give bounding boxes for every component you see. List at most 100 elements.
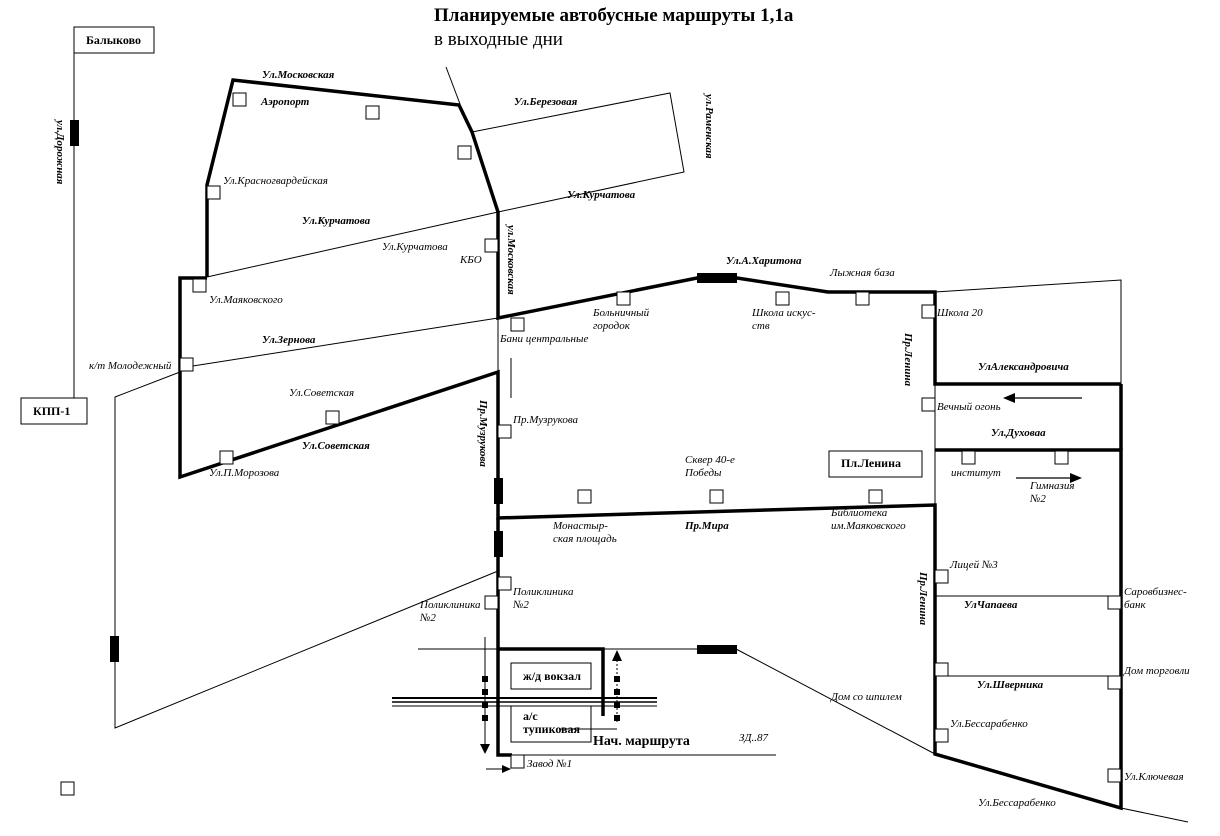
bus-stop-icon[interactable] [1107, 595, 1122, 610]
street-end-line [1120, 807, 1189, 823]
bus-stop-icon[interactable] [775, 291, 790, 306]
stop-lyzhnaya: Лыжная база [829, 267, 895, 279]
stop-bani: Бани центральные [499, 333, 588, 345]
balykovo-label: Балыково [86, 33, 141, 47]
marker-block [494, 531, 503, 557]
stop-monastyr-1: Монастыр- [552, 520, 608, 532]
direction-arrows [480, 393, 1082, 773]
arrowhead-up-icon [612, 650, 622, 661]
stop-poliklinika-right-2: №2 [512, 599, 529, 611]
street-kharitona: Ул.А.Харитона [726, 255, 802, 267]
bus-stop-icon[interactable] [484, 238, 499, 253]
route-south-loop [178, 276, 1123, 811]
street-kurchatova-east: Ул.Курчатова [567, 189, 636, 201]
bus-stop-icon[interactable] [1107, 768, 1122, 783]
stop-mayakovskogo: Ул.Маяковского [209, 294, 283, 306]
route-station-loop [498, 647, 605, 716]
pl-lenina-label: Пл.Ленина [841, 456, 901, 470]
bus-stop-icon[interactable] [934, 569, 949, 584]
stop-dom-shpil: Дом со шпилем [830, 691, 902, 703]
stop-litsey: Лицей №3 [949, 559, 998, 571]
bus-stop-icon[interactable] [484, 595, 499, 610]
place-boxes: Балыково КПП-1 Пл.Ленина ж/д вокзал а/с … [20, 26, 923, 743]
street-chapaeva: УлЧапаева [964, 599, 1018, 611]
stop-kbo: КБО [459, 254, 482, 266]
stop-institut: институт [951, 467, 1001, 479]
bus-stop-icon[interactable] [206, 185, 221, 200]
street-moskovskaya-vertical: ул.Московская [505, 223, 517, 295]
stop-poliklinika-left-2: №2 [419, 612, 436, 624]
bus-stop-icon[interactable] [616, 291, 631, 306]
stop-krasnogvardeyskaya: Ул.Красногвардейская [223, 175, 328, 187]
marker-block [697, 273, 737, 283]
street-dorozhnaya: ул.Дорожная [54, 118, 66, 185]
street-ramenskaya: ул.Раменская [703, 92, 715, 159]
stop-biblioteka-2: им.Маяковского [831, 520, 906, 532]
stop-bolnichny-2: городок [593, 320, 631, 332]
bus-stop-icon[interactable] [868, 489, 883, 504]
bus-stop-icon[interactable] [497, 424, 512, 439]
bus-stop-icon[interactable] [60, 781, 75, 796]
bus-stop-icon[interactable] [497, 576, 512, 591]
kpp-label: КПП-1 [33, 404, 70, 418]
stop-shkola-isk-1: Школа искус- [751, 307, 816, 319]
bus-stop-icon[interactable] [365, 105, 380, 120]
street-aleksandrovicha-outline [934, 279, 1122, 384]
station-box [510, 662, 592, 690]
street-berezovaya: Ул.Березовая [514, 96, 578, 108]
bus-stop-icon[interactable] [921, 304, 936, 319]
arrowhead-right-icon [1070, 473, 1082, 483]
bus-station-box [510, 705, 592, 743]
pl-lenina-box [828, 450, 923, 478]
bus-stop-icon[interactable] [577, 489, 592, 504]
arrowhead-left-icon [1003, 393, 1015, 403]
bus-stop-icon[interactable] [709, 489, 724, 504]
bus-stop-icon[interactable] [1054, 450, 1069, 465]
bus-stop-icon[interactable] [232, 92, 247, 107]
stop-shkola-isk-2: ств [752, 320, 770, 332]
bus-stop-icon[interactable] [219, 450, 234, 465]
marker-block [494, 478, 503, 504]
bus-stop-icon[interactable] [179, 357, 194, 372]
street-dom-shpil-line [735, 648, 936, 755]
stop-kurchatova: Ул.Курчатова [382, 241, 448, 253]
zd87-label: ЗД..87 [739, 732, 768, 744]
bus-stop-icon[interactable] [457, 145, 472, 160]
bus-stop-icon[interactable] [934, 662, 949, 677]
bus-stop-icon[interactable] [192, 278, 207, 293]
bus-stop-icon[interactable] [855, 291, 870, 306]
stop-klyuchevaya: Ул.Ключевая [1124, 771, 1184, 783]
street-dukhova: Ул.Духоваа [991, 427, 1046, 439]
street-berezovaya-ramenskaya-line [471, 92, 685, 213]
street-zernova: Ул.Зернова [262, 334, 316, 346]
stop-skver-1: Сквер 40-е [685, 454, 735, 466]
stop-skver-2: Победы [684, 467, 722, 479]
bus-station-label-2: тупиковая [523, 722, 581, 736]
stop-shkola20: Школа 20 [936, 307, 983, 319]
route-north-loop [205, 78, 1121, 386]
stop-poliklinika-left-1: Поликлиника [419, 599, 481, 611]
stop-airport: Аэропорт [260, 96, 310, 108]
bus-stop-icon[interactable] [961, 450, 976, 465]
bus-stop-icon[interactable] [510, 754, 525, 769]
bus-stop-icon[interactable] [921, 397, 936, 412]
stop-gimnazia-2: №2 [1029, 493, 1046, 505]
bus-stop-icon[interactable] [510, 317, 525, 332]
bus-stop-icon[interactable] [934, 728, 949, 743]
bus-stop-icon[interactable] [1107, 675, 1122, 690]
stop-morozova: Ул.П.Морозова [209, 467, 280, 479]
arrowhead-down-icon [480, 744, 490, 754]
street-moskovskaya: Ул.Московская [262, 69, 335, 81]
stop-zavod: Завод №1 [527, 758, 572, 770]
street-left-loop-line [114, 371, 499, 729]
street-line [445, 66, 461, 105]
stop-vechny: Вечный огонь [937, 401, 1001, 413]
bus-stop-icon[interactable] [325, 410, 340, 425]
station-label: ж/д вокзал [523, 669, 581, 683]
stop-bolnichny-1: Больничный [592, 307, 650, 319]
street-aleksandrovicha: УлАлександровича [978, 361, 1069, 373]
kpp-box [20, 397, 88, 425]
stop-poliklinika-right-1: Поликлиника [512, 586, 574, 598]
bus-station-label-1: а/с [523, 709, 538, 723]
